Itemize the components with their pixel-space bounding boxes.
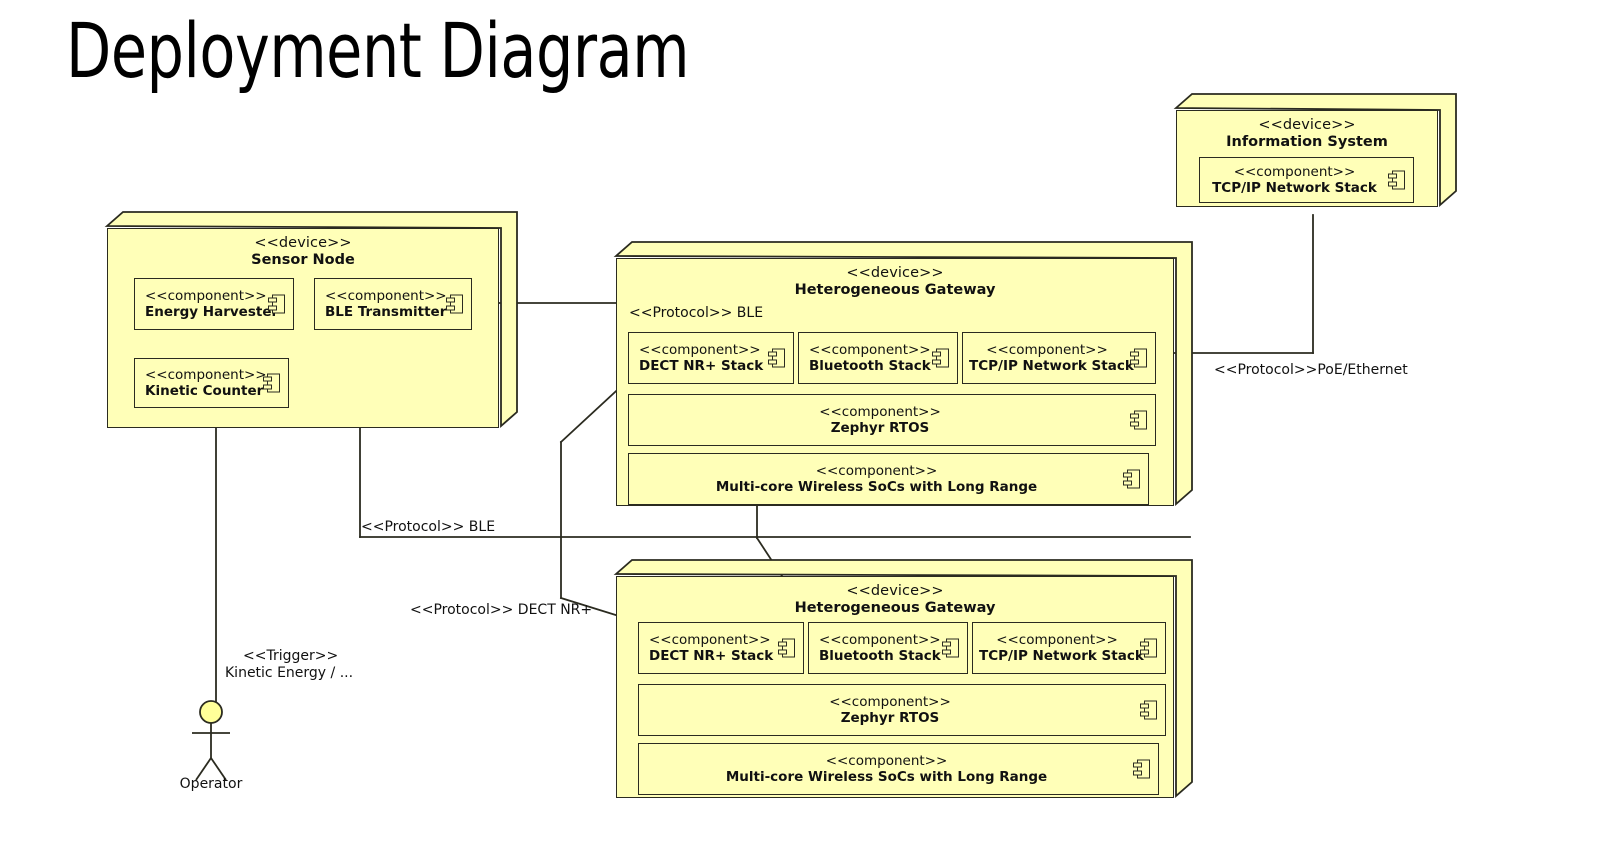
component-icon (263, 373, 280, 393)
node-gateway-bottom-3d-shell (613, 559, 1193, 798)
component-gwtop-dect-label: <<component>> DECT NR+ Stack (639, 342, 763, 374)
component-icon (1130, 348, 1147, 368)
component-name: TCP/IP Network Stack (979, 648, 1144, 664)
component-name: BLE Transmitter (325, 304, 447, 320)
component-stereotype: <<component>> (809, 341, 931, 358)
component-icon (1140, 638, 1157, 658)
component-kinetic-counter-label: <<component>> Kinetic Counter (145, 366, 267, 399)
component-stereotype: <<component>> (819, 403, 941, 420)
component-name: Multi-core Wireless SoCs with Long Range (715, 479, 1038, 495)
component-stereotype: <<component>> (145, 287, 267, 304)
component-gwtop-socs-label: <<component>> Multi-core Wireless SoCs w… (635, 463, 1118, 495)
node-sensor-node[interactable]: <<device>> Sensor Node <<component>> Ene… (104, 211, 518, 428)
component-name: TCP/IP Network Stack (969, 358, 1134, 374)
component-ble-transmitter-label: <<component>> BLE Transmitter (325, 287, 447, 320)
component-icon (932, 348, 949, 368)
component-gwtop-bluetooth-label: <<component>> Bluetooth Stack (809, 341, 931, 374)
component-stereotype: <<component>> (819, 631, 941, 648)
component-icon (1123, 469, 1140, 489)
component-is-tcpip-label: <<component>> TCP/IP Network Stack (1206, 164, 1383, 196)
component-icon (1133, 759, 1150, 779)
component-gwbot-zephyr-label: <<component>> Zephyr RTOS (645, 694, 1135, 726)
component-icon (1130, 410, 1147, 430)
component-ble-transmitter[interactable]: <<component>> BLE Transmitter (314, 278, 472, 330)
node-gateway-top-3d-shell (613, 241, 1193, 506)
node-information-system[interactable]: <<device>> Information System <<componen… (1173, 93, 1457, 207)
component-stereotype: <<component>> (649, 631, 771, 648)
protocol-label-poe-ethernet: <<Protocol>>PoE/Ethernet (1214, 362, 1408, 378)
component-stereotype: <<component>> (639, 341, 761, 358)
component-name: Zephyr RTOS (840, 710, 940, 726)
component-gwtop-tcpip-network-stack[interactable]: <<component>> TCP/IP Network Stack (962, 332, 1156, 384)
component-stereotype: <<component>> (829, 693, 951, 710)
protocol-label-ble-inner: <<Protocol>> BLE (629, 305, 764, 321)
component-gwbot-zephyr-rtos[interactable]: <<component>> Zephyr RTOS (638, 684, 1166, 736)
component-gwbot-bluetooth-label: <<component>> Bluetooth Stack (819, 631, 941, 664)
component-name: Multi-core Wireless SoCs with Long Range (725, 769, 1048, 785)
component-energy-harvester[interactable]: <<component>> Energy Harvester (134, 278, 294, 330)
component-gwbot-dect-nr-plus-stack[interactable]: <<component>> DECT NR+ Stack (638, 622, 804, 674)
component-gwtop-dect-nr-plus-stack[interactable]: <<component>> DECT NR+ Stack (628, 332, 794, 384)
component-gwtop-multicore-socs[interactable]: <<component>> Multi-core Wireless SoCs w… (628, 453, 1149, 505)
component-name: DECT NR+ Stack (649, 648, 774, 664)
component-name: TCP/IP Network Stack (1212, 180, 1377, 196)
component-stereotype: <<component>> (815, 462, 938, 479)
component-stereotype: <<component>> (986, 341, 1108, 358)
node-heterogeneous-gateway-bottom[interactable]: <<device>> Heterogeneous Gateway <<compo… (613, 559, 1193, 798)
component-gwtop-bluetooth-stack[interactable]: <<component>> Bluetooth Stack (798, 332, 958, 384)
component-name: Bluetooth Stack (819, 648, 941, 664)
component-name: Kinetic Counter (145, 383, 264, 399)
component-stereotype: <<component>> (145, 366, 267, 383)
node-information-system-3d-shell (1173, 93, 1457, 207)
component-gwbot-tcpip-network-stack[interactable]: <<component>> TCP/IP Network Stack (972, 622, 1166, 674)
protocol-label-ble-lower: <<Protocol>> BLE (361, 519, 496, 535)
protocol-label-dect-nr-plus: <<Protocol>> DECT NR+ (410, 602, 593, 618)
component-icon (446, 294, 463, 314)
actor-operator-label: Operator (179, 776, 243, 792)
node-heterogeneous-gateway-top[interactable]: <<device>> Heterogeneous Gateway <<Proto… (613, 241, 1193, 506)
component-icon (268, 294, 285, 314)
component-stereotype: <<component>> (825, 752, 948, 769)
component-gwbot-socs-label: <<component>> Multi-core Wireless SoCs w… (645, 753, 1128, 785)
component-icon (942, 638, 959, 658)
component-name: Zephyr RTOS (830, 420, 930, 436)
component-is-tcpip-network-stack[interactable]: <<component>> TCP/IP Network Stack (1199, 157, 1414, 203)
component-gwbot-tcpip-label: <<component>> TCP/IP Network Stack (979, 631, 1144, 664)
component-name: Bluetooth Stack (809, 358, 931, 374)
component-stereotype: <<component>> (1233, 163, 1356, 180)
trigger-text: Kinetic Energy / ... (225, 664, 354, 681)
component-gwbot-dect-label: <<component>> DECT NR+ Stack (649, 632, 773, 664)
component-gwtop-tcpip-label: <<component>> TCP/IP Network Stack (969, 341, 1134, 374)
component-name: Energy Harvester (145, 304, 279, 320)
page-title: Deployment Diagram (66, 6, 690, 95)
component-stereotype: <<component>> (996, 631, 1118, 648)
component-icon (1140, 700, 1157, 720)
component-gwtop-zephyr-rtos[interactable]: <<component>> Zephyr RTOS (628, 394, 1156, 446)
operator-actor (192, 700, 230, 781)
component-kinetic-counter[interactable]: <<component>> Kinetic Counter (134, 358, 289, 408)
component-gwtop-zephyr-label: <<component>> Zephyr RTOS (635, 404, 1125, 436)
node-sensor-node-3d-shell (104, 211, 518, 428)
component-gwbot-bluetooth-stack[interactable]: <<component>> Bluetooth Stack (808, 622, 968, 674)
component-stereotype: <<component>> (325, 287, 447, 304)
component-icon (1388, 170, 1405, 190)
component-energy-harvester-label: <<component>> Energy Harvester (145, 287, 279, 320)
component-name: DECT NR+ Stack (639, 358, 764, 374)
component-gwbot-multicore-socs[interactable]: <<component>> Multi-core Wireless SoCs w… (638, 743, 1159, 795)
component-icon (768, 348, 785, 368)
component-icon (778, 638, 795, 658)
